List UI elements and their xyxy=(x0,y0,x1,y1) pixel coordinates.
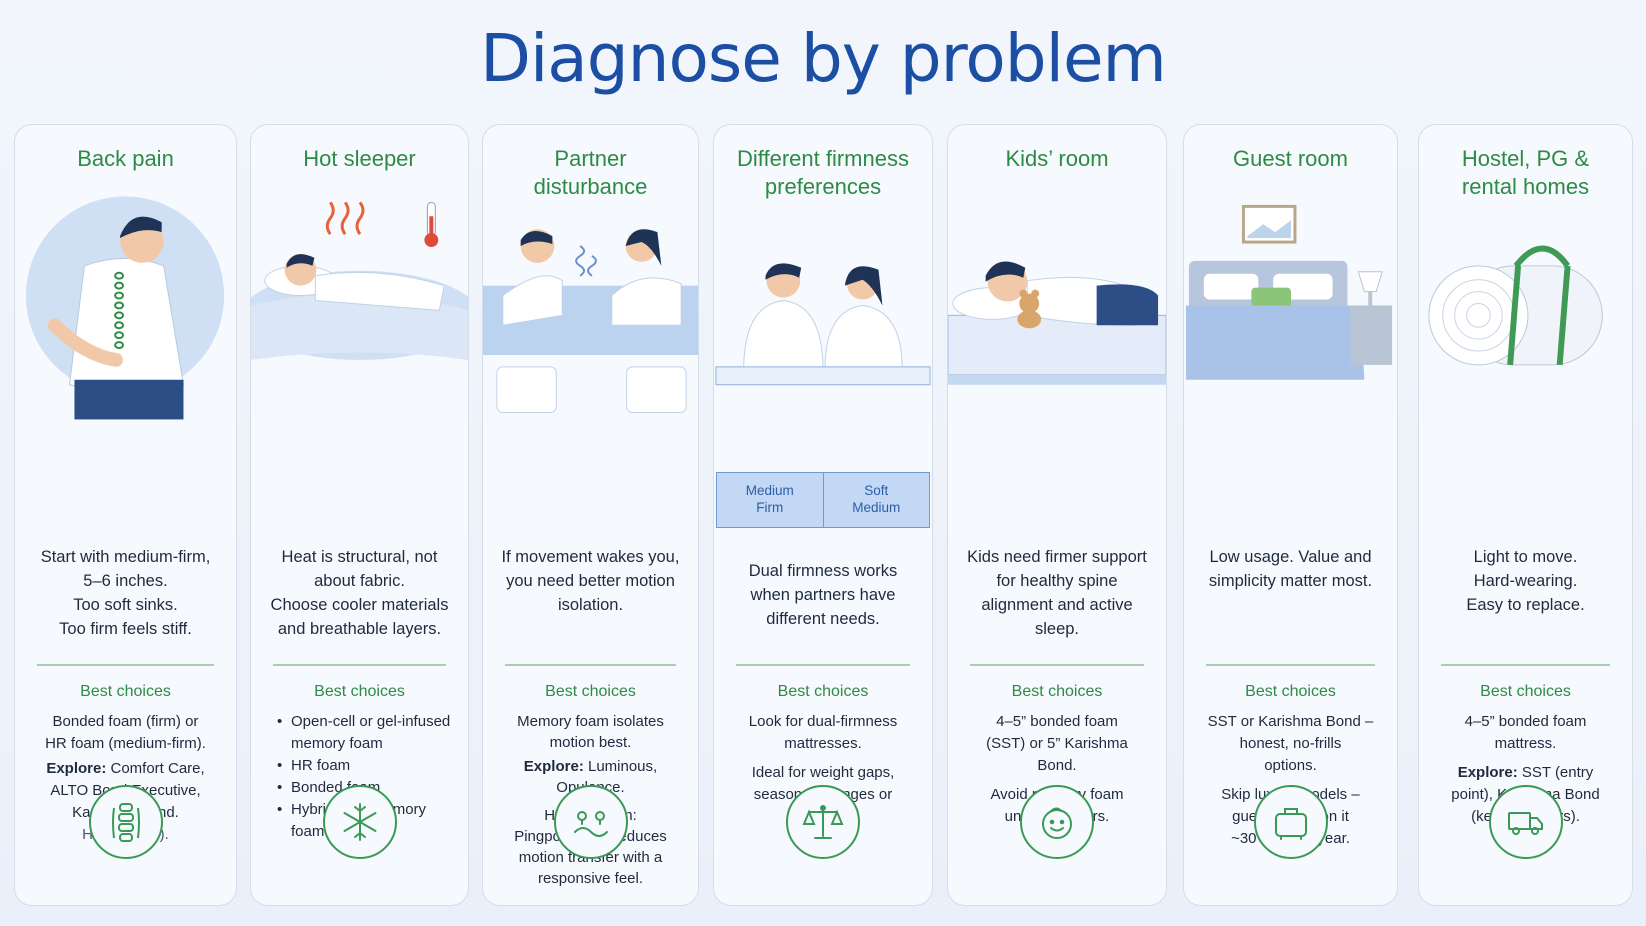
card-kids-room: Kids’ room Kids need firmer support for … xyxy=(947,124,1167,906)
card-description: Heat is structural, not about fabric. Ch… xyxy=(270,548,449,638)
list-item: Open-cell or gel-infused memory foam xyxy=(277,711,458,755)
divider xyxy=(736,664,910,666)
best-choices-heading: Best choices xyxy=(80,683,171,700)
card-description: Dual firmness works when partners have d… xyxy=(748,562,898,628)
back-pain-illustration xyxy=(15,185,236,525)
kids-room-illustration xyxy=(948,185,1166,525)
card-guest-room: Guest room Low usage. Value and simplici… xyxy=(1183,124,1398,906)
mattress-half-medium-firm: Medium Firm xyxy=(717,473,824,527)
card-description: Start with medium-firm, 5–6 inches. Too … xyxy=(40,548,211,638)
suitcase-icon xyxy=(1253,785,1328,859)
card-title: Hot sleeper xyxy=(303,146,416,171)
card-description: Low usage. Value and simplicity matter m… xyxy=(1208,548,1373,590)
best-choices-heading: Best choices xyxy=(777,683,869,700)
best-choices-heading: Best choices xyxy=(1011,683,1103,700)
divider xyxy=(970,664,1144,666)
card-description: If movement wakes you, you need better m… xyxy=(501,548,680,614)
divider xyxy=(1441,664,1610,666)
card-hot-sleeper: Hot sleeper Heat is structural, not abou… xyxy=(250,124,469,906)
page-title: Diagnose by problem xyxy=(480,20,1167,97)
child-face-icon xyxy=(1020,785,1094,859)
divider xyxy=(505,664,676,666)
divider xyxy=(37,664,214,666)
partner-faces-icon xyxy=(553,785,628,859)
card-different-firmness: Different firmness preferences Medium Fi… xyxy=(713,124,933,906)
card-title: Guest room xyxy=(1233,146,1348,171)
best-choices-heading: Best choices xyxy=(314,683,405,700)
best-choices-heading: Best choices xyxy=(1480,683,1571,700)
list-item: HR foam xyxy=(277,755,458,777)
mattress-half-soft-medium: Soft Medium xyxy=(852,483,901,515)
partner-disturbance-illustration xyxy=(483,185,698,525)
card-title: Partner disturbance xyxy=(533,146,648,199)
card-hostel-pg-rental: Hostel, PG & rental homes Light to move.… xyxy=(1418,124,1633,906)
snowflake-icon xyxy=(322,785,397,859)
truck-icon xyxy=(1488,785,1563,859)
card-title: Different firmness preferences xyxy=(737,146,909,199)
best-choices-heading: Best choices xyxy=(1245,683,1336,700)
card-description: Kids need firmer support for healthy spi… xyxy=(967,548,1147,638)
card-back-pain: Back pain Start with medium-firm, 5–6 in… xyxy=(14,124,237,906)
dual-mattress: Medium Firm Soft Medium xyxy=(716,472,930,528)
divider xyxy=(1206,664,1375,666)
best-choices-heading: Best choices xyxy=(545,683,636,700)
rolled-mattress-illustration xyxy=(1419,185,1632,525)
card-title: Back pain xyxy=(77,146,174,171)
divider xyxy=(273,664,446,666)
card-title: Kids’ room xyxy=(1005,146,1109,171)
guest-room-illustration xyxy=(1184,185,1397,525)
card-title: Hostel, PG & rental homes xyxy=(1461,146,1590,199)
hot-sleeper-illustration xyxy=(251,185,468,525)
balance-scale-icon xyxy=(786,785,860,859)
different-firmness-illustration xyxy=(714,185,932,525)
card-description: Light to move. Hard-wearing. Easy to rep… xyxy=(1466,548,1585,614)
card-partner-disturbance: Partner disturbance If movement wakes yo… xyxy=(482,124,699,906)
spine-icon xyxy=(88,785,163,859)
